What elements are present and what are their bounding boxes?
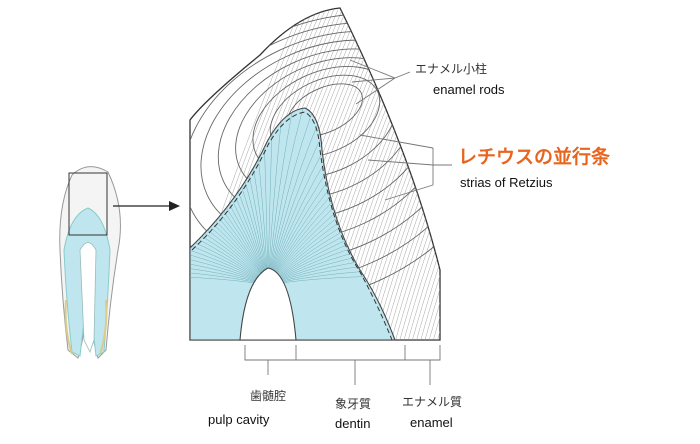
label-retzius-en: strias of Retzius <box>460 175 553 190</box>
label-dentin-en: dentin <box>335 416 371 431</box>
tooth-thumbnail <box>59 166 121 359</box>
label-pulp-en: pulp cavity <box>208 412 270 427</box>
crown-enlarged <box>189 7 441 341</box>
label-enamel-en: enamel <box>410 415 453 430</box>
leader-enamel-rods-3 <box>355 77 396 105</box>
label-dentin-jp: 象牙質 <box>335 397 372 411</box>
leader-retzius-3 <box>359 134 434 149</box>
dentinoenamel-junction <box>191 111 393 341</box>
thumbnail-zoom-box <box>68 172 108 236</box>
retzius-striae-lines <box>190 13 440 303</box>
pulp-cavity-region <box>239 267 297 341</box>
label-enamel-rods-jp: エナメル小柱 <box>415 62 488 76</box>
leader-bottom-bracket <box>244 345 441 361</box>
leader-retzius-1 <box>367 159 434 166</box>
thumbnail-pulp <box>79 242 97 354</box>
label-enamel-rods-en: enamel rods <box>433 82 505 97</box>
thumbnail-cementum <box>64 299 108 355</box>
leader-lines <box>244 59 452 385</box>
label-retzius-jp: レチウスの並行条 <box>458 146 611 168</box>
leader-retzius-2 <box>384 184 434 201</box>
label-pulp-jp: 歯髄腔 <box>250 389 287 403</box>
zoom-arrow-icon <box>113 201 180 211</box>
label-enamel-jp: エナメル質 <box>402 395 463 409</box>
leader-enamel-rods-2 <box>351 77 396 83</box>
